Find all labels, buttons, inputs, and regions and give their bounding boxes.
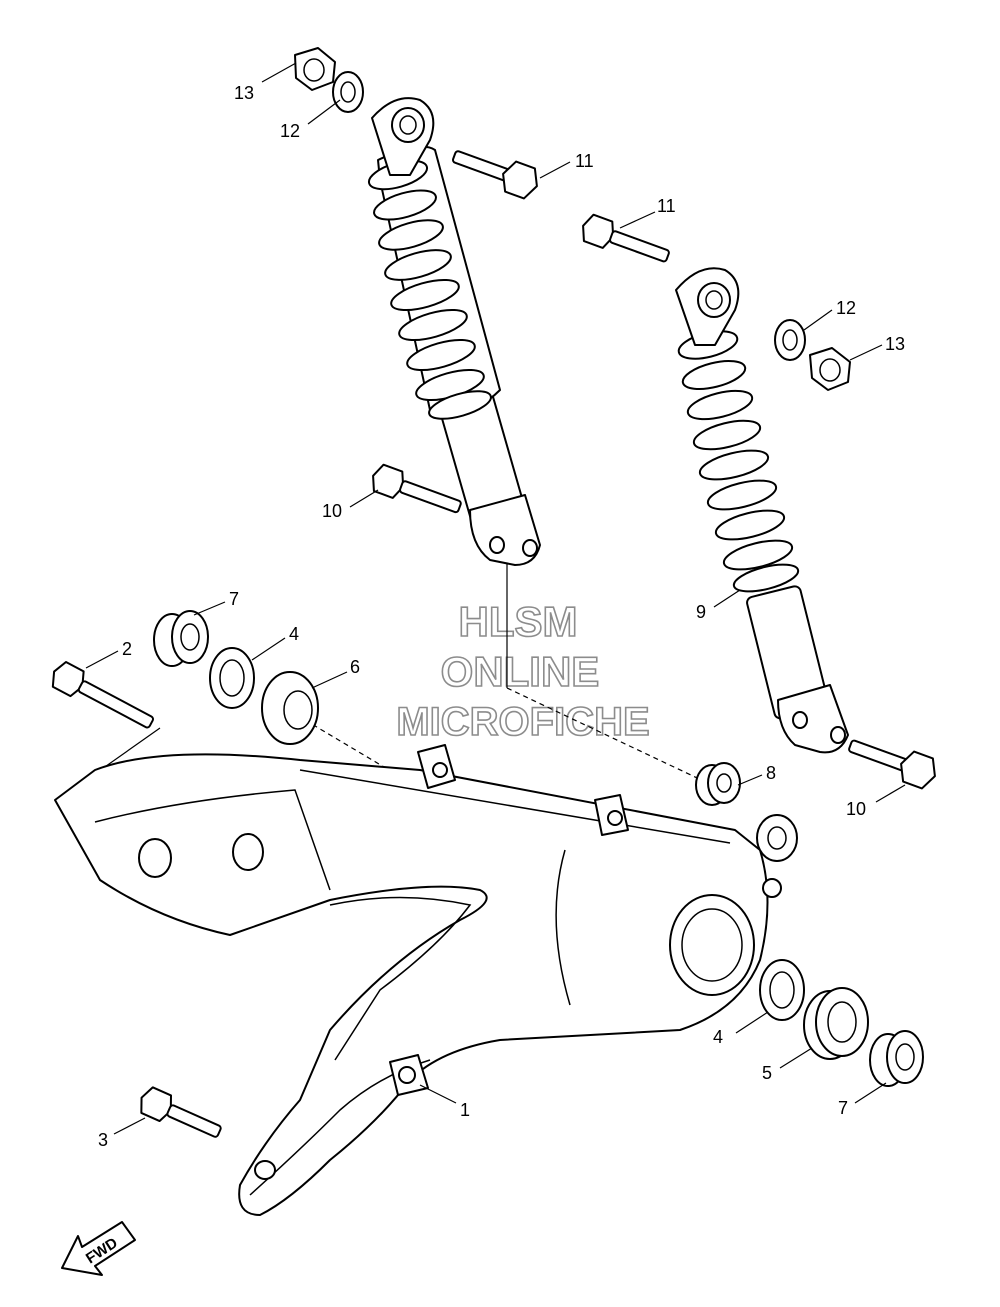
shock-absorber-right	[675, 267, 849, 754]
callout-labels: 13 12 11 11 12 13 10 7 4 2 6 9 8 10 4 5 …	[98, 83, 905, 1150]
callout-7-collar-upper: 7	[229, 589, 239, 609]
bearing-6	[261, 671, 319, 745]
washer-12-left	[332, 71, 364, 113]
watermark-line-2: ONLINE	[441, 648, 600, 695]
callout-11-bolt-right: 11	[657, 196, 676, 216]
callout-9-shock: 9	[696, 602, 706, 622]
bolt-11-upper-right	[582, 213, 670, 263]
callout-4-seal-lower: 4	[713, 1027, 723, 1047]
swingarm	[54, 744, 798, 1216]
collar-7-upper	[153, 610, 209, 667]
leader-lines	[85, 62, 906, 1135]
callout-12-washer-right: 12	[836, 298, 856, 318]
bushing-8	[695, 762, 741, 806]
oil-seal-4-upper	[209, 647, 255, 709]
watermark-line-3: MICROFICHE	[396, 700, 649, 744]
callout-5-bearing: 5	[762, 1063, 772, 1083]
nut-13-right	[809, 347, 851, 391]
bolt-10-right	[848, 739, 936, 790]
callout-10-bolt-left: 10	[322, 501, 342, 521]
callout-12-washer-left: 12	[280, 121, 300, 141]
bearing-5	[803, 987, 869, 1060]
watermark-line-1: HLSM	[459, 598, 578, 645]
bolt-3	[140, 1086, 222, 1138]
callout-2-bolt: 2	[122, 639, 132, 659]
oil-seal-4-lower	[759, 959, 805, 1021]
forward-arrow-icon: FWD	[61, 1221, 136, 1276]
shock-absorber-left	[367, 97, 541, 566]
collar-7-lower	[869, 1030, 924, 1087]
bolt-2	[51, 661, 154, 729]
callout-13-nut-right: 13	[885, 334, 905, 354]
callout-10-bolt-right: 10	[846, 799, 866, 819]
callout-4-seal-upper: 4	[289, 624, 299, 644]
coil-spring-right	[677, 330, 800, 593]
bolt-10-left	[372, 463, 462, 514]
callout-8-bushing: 8	[766, 763, 776, 783]
callout-7-collar-lower: 7	[838, 1098, 848, 1118]
callout-11-bolt-left: 11	[575, 151, 594, 171]
watermark: HLSM ONLINE MICROFICHE	[396, 597, 651, 745]
callout-1-swingarm: 1	[460, 1100, 470, 1120]
nut-13-left	[294, 47, 336, 91]
callout-6-bearing: 6	[350, 657, 360, 677]
callout-3-bolt: 3	[98, 1130, 108, 1150]
washer-12-right	[774, 319, 806, 361]
callout-13-nut-left: 13	[234, 83, 254, 103]
bolt-11-upper-left	[452, 150, 538, 200]
